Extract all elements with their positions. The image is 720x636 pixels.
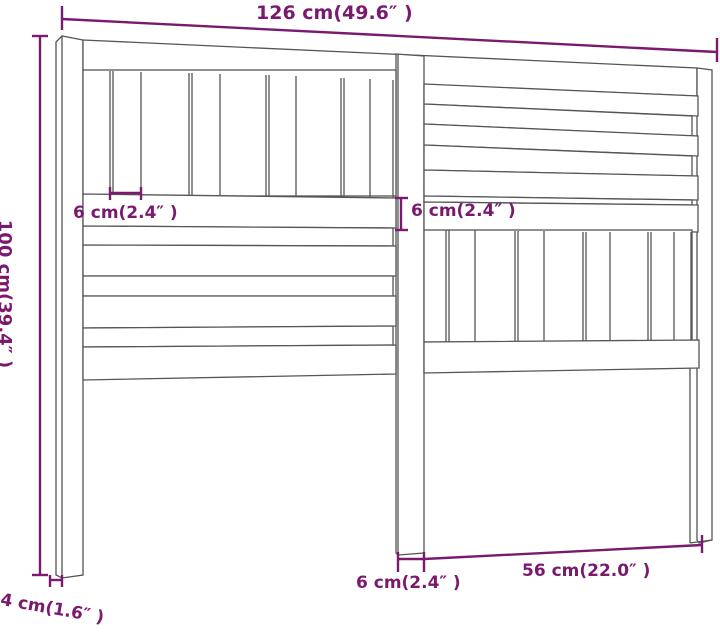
total-height-label: 100 cm(39.4″ ) bbox=[0, 219, 16, 368]
panel-width-label: 56 cm(22.0″ ) bbox=[522, 561, 651, 581]
left-panel-vertical-slats bbox=[82, 69, 397, 198]
dimension-lines bbox=[32, 6, 719, 587]
right-panel-vertical-slats bbox=[423, 229, 693, 343]
panel-width-dimension-line bbox=[423, 543, 703, 561]
center-post-width-label: 6 cm(2.4″ ) bbox=[356, 573, 461, 593]
right-panel-horizontal-rails bbox=[423, 83, 699, 233]
slat-width-label: 6 cm(2.4″ ) bbox=[73, 203, 178, 223]
left-panel-horizontal-rails bbox=[82, 193, 397, 381]
rail-height-label: 6 cm(2.4″ ) bbox=[411, 201, 516, 221]
left-post bbox=[55, 35, 84, 579]
right-panel-bottom-rail bbox=[423, 339, 700, 374]
total-width-label: 126 cm(49.6″ ) bbox=[256, 2, 413, 24]
center-post bbox=[395, 53, 425, 556]
width-dimension-line bbox=[61, 17, 718, 54]
